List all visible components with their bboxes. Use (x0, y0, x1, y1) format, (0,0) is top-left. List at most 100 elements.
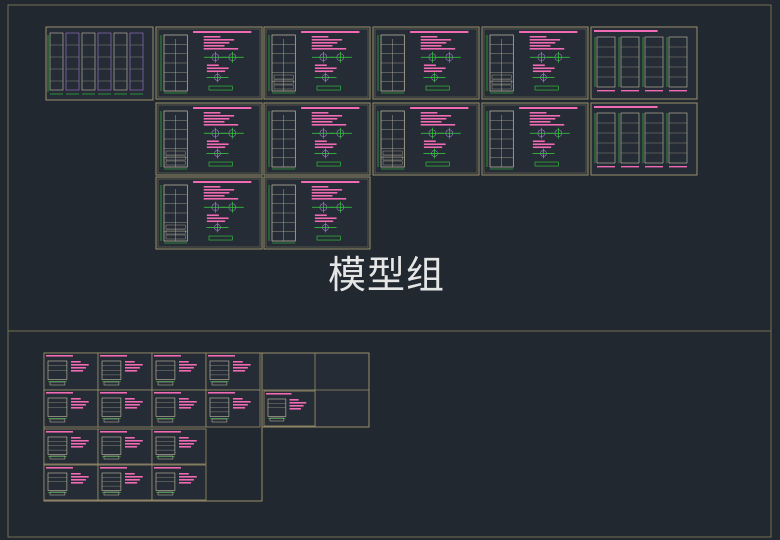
drawer-front (273, 84, 294, 90)
annotation-line (125, 476, 143, 478)
annotation-line (206, 64, 219, 67)
sheet-border (590, 26, 698, 100)
annotation-line (233, 361, 243, 363)
wardrobe-elevation-sheet (263, 102, 371, 176)
annotation-line (125, 473, 135, 475)
annotation-line (314, 143, 337, 146)
annotation-line (125, 440, 143, 442)
annotation-line (529, 42, 556, 44)
cabinet-outline (49, 32, 64, 91)
section-profile (316, 85, 341, 91)
sheet-border (45, 26, 154, 101)
annotation-line (423, 70, 443, 73)
annotation-line (423, 143, 446, 146)
sheet-title-bar (46, 355, 73, 357)
cabinet-outline (113, 32, 128, 91)
cabinet-detail-sheet (97, 389, 153, 428)
cabinet-outline (668, 36, 688, 88)
sheet-title-bar (193, 107, 252, 109)
annotation-line (206, 140, 219, 143)
annotation-line (179, 476, 197, 478)
sheet-title-bar (46, 392, 73, 394)
section-profile (208, 235, 233, 241)
sheet-title-bar (301, 31, 360, 33)
annotation-line (529, 121, 551, 123)
annotation-line (289, 405, 304, 407)
annotation-line (203, 36, 221, 38)
annotation-line (233, 367, 248, 369)
annotation-line (179, 443, 194, 445)
cabinet-outline (620, 36, 640, 88)
annotation-line (289, 399, 299, 401)
annotation-line (645, 90, 663, 92)
annotation-line (203, 192, 230, 194)
annotation-line (233, 401, 251, 403)
drawer-front (165, 160, 186, 166)
annotation-line (233, 404, 248, 406)
cabinet-detail-sheet (205, 352, 261, 391)
sheet-inner-border (157, 28, 261, 98)
annotation-line (645, 166, 663, 168)
drawer-front (165, 150, 186, 156)
sheet-title-bar (410, 107, 469, 109)
annotation-line (529, 112, 547, 114)
sheet-title-bar (100, 431, 127, 433)
annotation-line (311, 195, 333, 197)
sheet-title-bar (46, 467, 73, 469)
sheet-title-bar (266, 393, 292, 395)
sheet-border (205, 389, 261, 428)
annotation-line (71, 398, 81, 400)
annotation-line (206, 70, 226, 73)
drawer-front (491, 79, 512, 85)
sheet-title-bar (100, 355, 127, 357)
plan-view (103, 455, 120, 460)
annotation-line (423, 140, 436, 143)
lower-model-space-frame (7, 330, 772, 538)
annotation-line (71, 370, 84, 372)
sheet-title-bar (519, 107, 578, 109)
annotation-line (311, 121, 333, 123)
sheet-title-bar (100, 467, 127, 469)
cabinet-outline (65, 32, 80, 91)
annotation-line (314, 70, 334, 73)
annotation-line (71, 404, 86, 406)
annotation-line (206, 220, 226, 223)
annotation-line (203, 115, 235, 117)
annotation-line (125, 482, 138, 484)
sheet-inner-border (374, 104, 478, 174)
sheet-inner-border (483, 28, 587, 98)
annotation-line (71, 482, 84, 484)
annotation-line (203, 39, 235, 41)
cabinet-detail-sheet (97, 464, 153, 501)
annotation-line (420, 45, 442, 47)
section-profile (316, 161, 341, 167)
overview-elevation-sheet (45, 26, 154, 101)
plan-view (103, 418, 120, 423)
drawer-front (165, 155, 186, 161)
plan-view (157, 381, 174, 386)
annotation-line (597, 90, 615, 92)
sheet-inner-border (265, 178, 369, 248)
annotation-line (125, 361, 135, 363)
annotation-line (420, 48, 456, 50)
multi-elevation-sheet (590, 102, 698, 176)
section-profile (534, 161, 559, 167)
cabinet-outline (596, 36, 616, 88)
annotation-line (314, 67, 337, 70)
annotation-line (71, 473, 81, 475)
annotation-line (532, 146, 552, 149)
section-profile (316, 235, 341, 241)
annotation-line (179, 437, 189, 439)
annotation-line (233, 407, 246, 409)
plan-view (157, 455, 174, 460)
annotation-line (206, 214, 219, 217)
annotation-line (206, 217, 229, 220)
section-profile (534, 85, 559, 91)
annotation-line (203, 118, 230, 120)
annotation-line (423, 67, 446, 70)
annotation-line (179, 398, 189, 400)
sheet-title-bar (193, 31, 252, 33)
annotation-line (311, 186, 329, 188)
wardrobe-elevation-sheet (155, 102, 263, 176)
